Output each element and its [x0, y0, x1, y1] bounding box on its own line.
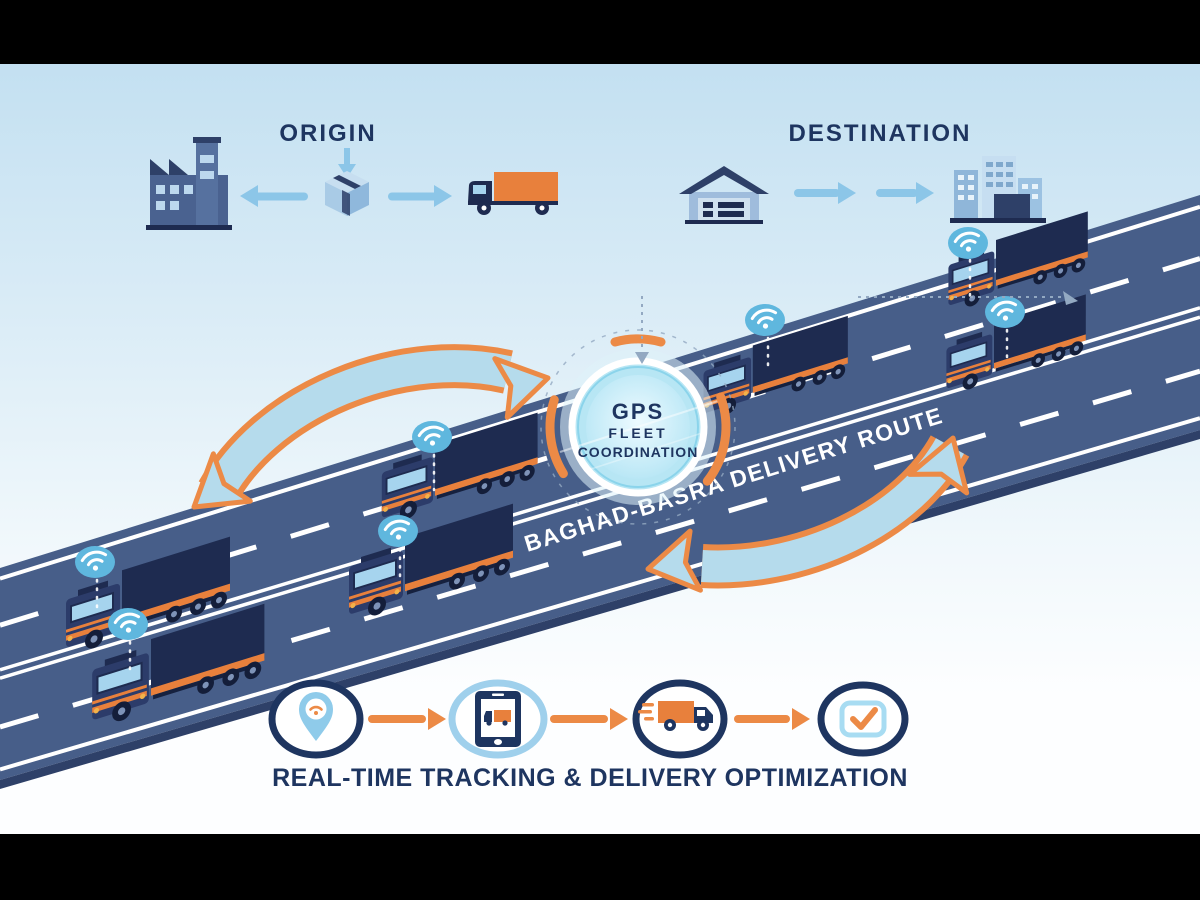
- hub-connectors: [641, 296, 1066, 352]
- fast-truck-icon: [638, 701, 713, 731]
- hub-line2: FLEET: [608, 425, 667, 441]
- letterbox-top: [0, 0, 1200, 64]
- hub-line3: COORDINATION: [578, 444, 699, 460]
- step-tablet: [448, 679, 548, 759]
- arrow-right-icon: [876, 182, 934, 204]
- warehouse-icon: [679, 166, 769, 224]
- right-loop-arrow: [643, 429, 982, 599]
- flow-arrow-icon: [550, 708, 628, 730]
- step-fast-truck: [632, 679, 728, 759]
- origin-title: ORIGIN: [279, 120, 376, 147]
- destination-section: DESTINATION: [679, 120, 1046, 224]
- hub-orange-arcs: [545, 334, 731, 486]
- arrow-right-icon: [388, 185, 452, 207]
- tablet-tracking-icon: [475, 691, 521, 747]
- flow-arrow-icon: [734, 708, 810, 730]
- step-gps-pin: [268, 679, 364, 759]
- flow-arrow-icon: [368, 708, 446, 730]
- check-confirmed-icon: [839, 700, 887, 738]
- hub-line1: GPS: [612, 399, 664, 424]
- factory-icon: [146, 137, 232, 230]
- arrow-right-icon: [794, 182, 856, 204]
- cargo-truck-icon: [468, 172, 558, 215]
- letterbox-bottom: [0, 834, 1200, 900]
- telemetry-links: [95, 258, 1009, 676]
- package-icon: [325, 148, 369, 216]
- footer-process: REAL-TIME TRACKING & DELIVERY OPTIMIZATI…: [268, 679, 909, 792]
- arrow-left-icon: [240, 185, 308, 207]
- city-buildings-icon: [950, 156, 1046, 223]
- origin-section: ORIGIN: [146, 120, 558, 230]
- step-confirmed: [817, 681, 909, 757]
- gps-pin-icon: [299, 692, 333, 741]
- destination-title: DESTINATION: [789, 120, 972, 147]
- footer-caption: REAL-TIME TRACKING & DELIVERY OPTIMIZATI…: [272, 764, 908, 792]
- gps-hub: GPS FLEET COORDINATION: [540, 291, 1078, 525]
- left-loop-arrow: [176, 344, 555, 531]
